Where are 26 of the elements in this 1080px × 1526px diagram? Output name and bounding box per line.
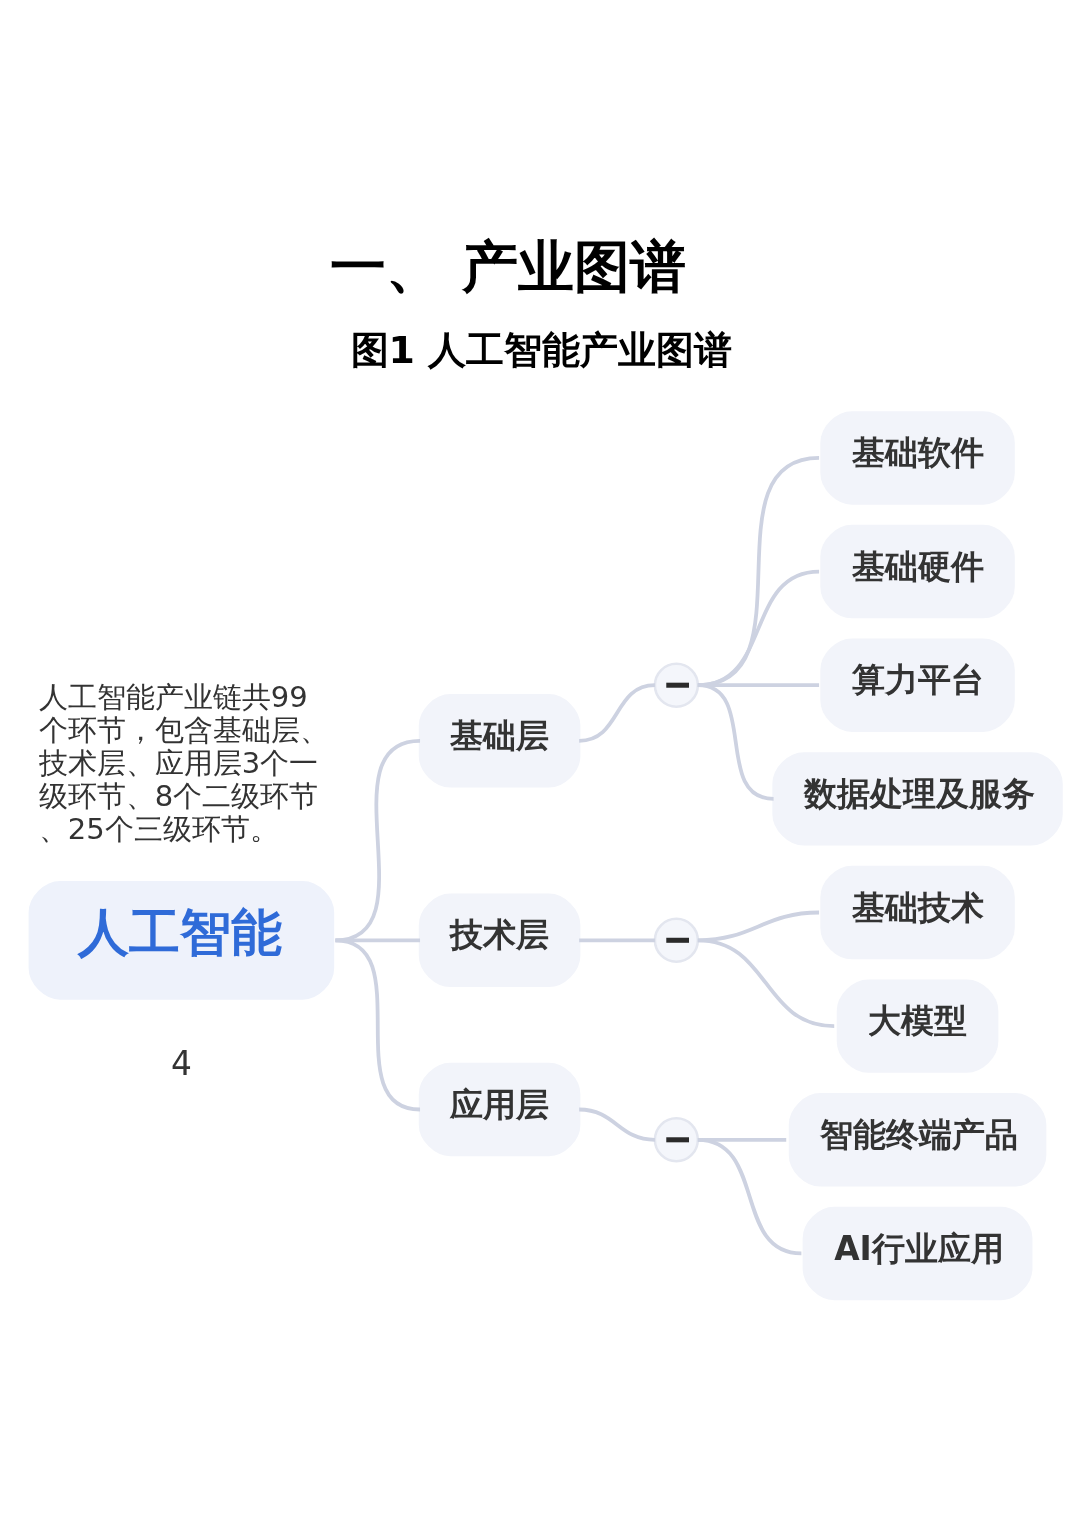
diagram-title: 一、 产业图谱 — [330, 233, 686, 299]
node-circle — [653, 1116, 700, 1163]
node-box: 人工智能 — [28, 880, 335, 1000]
connector — [578, 682, 656, 743]
node-circle — [653, 917, 700, 963]
connector — [335, 937, 421, 942]
node-box: 技术层 — [418, 893, 581, 987]
node-box: 应用层 — [418, 1062, 581, 1156]
label: 人工智能产业链共99个环节，包含基础层、技术层、应用层3个一级环节、8个二级环节、25个三级环节。 — [38, 679, 329, 846]
node-box: AI行业应用 — [802, 1206, 1033, 1300]
node-circle — [653, 661, 700, 708]
connector — [579, 1107, 656, 1142]
caption: 图1 人工智能产业图谱 — [350, 327, 733, 372]
label: 4 — [170, 1044, 192, 1083]
node-box: 基础技术 — [820, 865, 1015, 959]
connector — [697, 1137, 802, 1255]
connector — [335, 738, 421, 942]
node-box: 基础软件 — [820, 410, 1015, 505]
node-box: 基础层 — [418, 693, 581, 787]
node-box: 数据处理及服务 — [772, 751, 1063, 846]
connector — [697, 937, 835, 1028]
connector — [697, 682, 774, 801]
node-box: 算力平台 — [820, 638, 1015, 732]
connector — [335, 937, 421, 1111]
node-box: 基础硬件 — [820, 524, 1015, 618]
connector — [579, 937, 655, 942]
